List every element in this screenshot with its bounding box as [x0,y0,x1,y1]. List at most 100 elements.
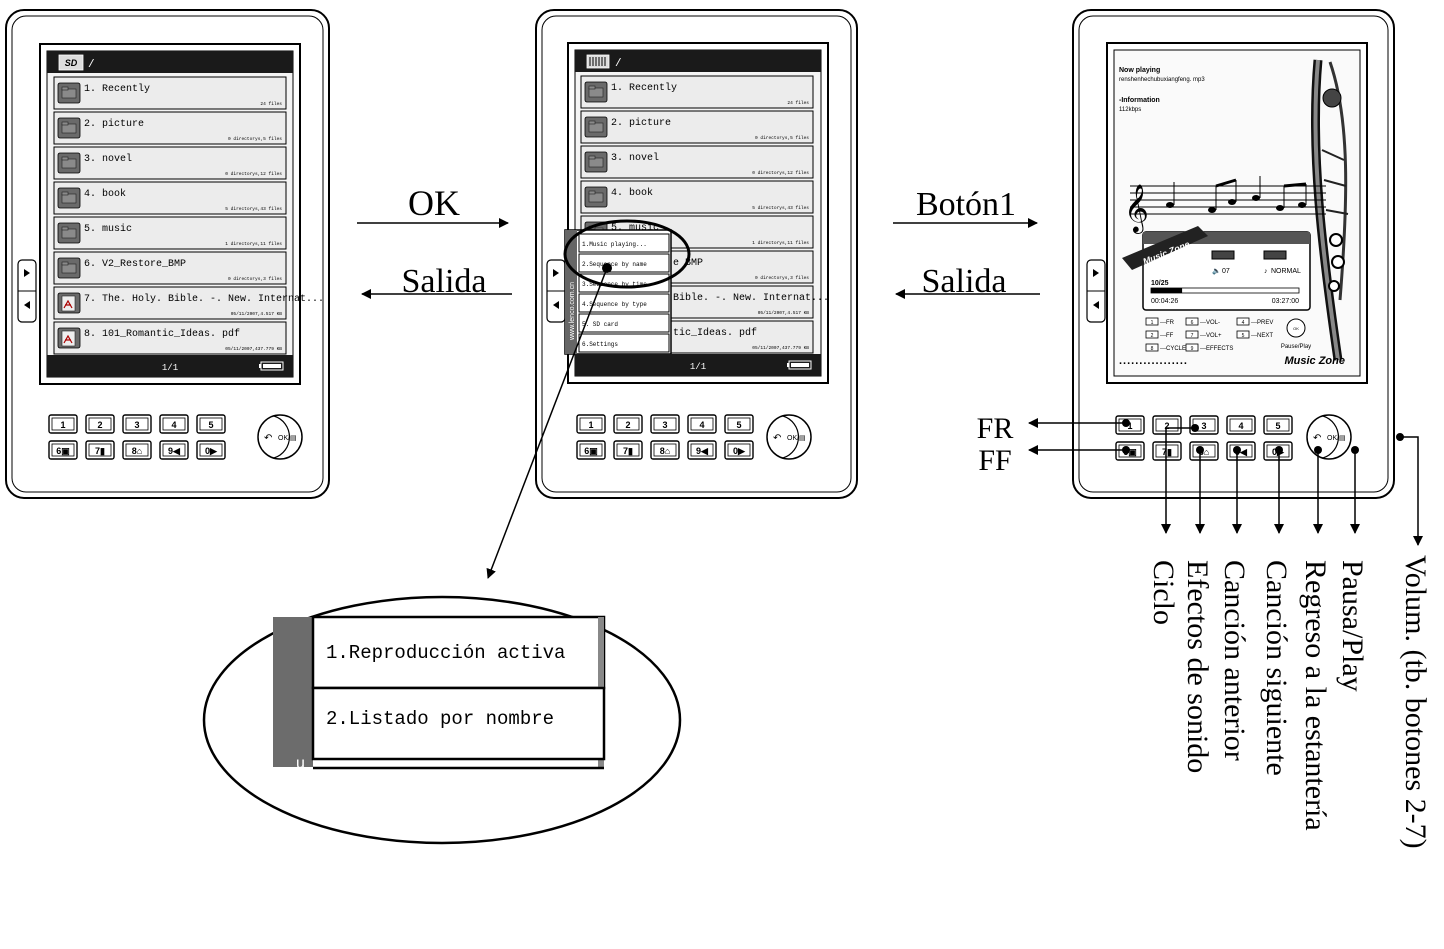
list-item-meta: 05/11/2007,4.517 KB [231,311,283,317]
context-menu: www.lenco.com.cn 1.Music playing...2.Seq… [564,229,672,355]
menu-item[interactable]: 3.Sequence by time [578,273,670,293]
menu-item[interactable]: 6.Settings [578,333,670,353]
list-item[interactable]: 7. The. Holy. Bible. -. New. Internat...… [53,286,324,320]
key-3[interactable]: 3 [122,414,152,434]
key-6[interactable]: 6▣ [576,440,606,460]
zoom-item-2 [311,686,606,761]
list-item-meta: 24 files [260,101,282,107]
menu-item-label: 4.Sequence by type [582,301,647,308]
legend-entry: 6---VOL- [1185,317,1220,326]
speaker-icon: 🔈 [1212,267,1221,275]
battery-icon [259,361,284,371]
key-5[interactable]: 5 [196,414,226,434]
list-item-meta: 05/11/2007,437.779 KB [225,346,282,352]
ok-back-button[interactable]: ↶OK/▤ [766,414,812,460]
key-6[interactable]: 6▣ [1115,441,1145,461]
list-item-name: 6. V2_Restore_BMP [84,259,186,270]
folder-icon [57,152,81,174]
list-item-meta: 0 directorys,12 files [225,171,282,177]
folder-icon [57,187,81,209]
key-label: 2 [625,420,630,430]
key-2[interactable]: 2 [85,414,115,434]
key-9[interactable]: 9◀ [1226,441,1256,461]
list-item-meta: 0 directorys,5 files [228,136,282,142]
key-label: 7▮ [623,446,633,456]
zoom-sidebar-glyph: u [296,755,305,772]
key-4[interactable]: 4 [159,414,189,434]
back-icon: ↶ [264,433,272,444]
ok-label: OK/▤ [787,435,806,442]
zoom-item-1-text: 1.Reproducción activa [326,642,565,664]
side-rocker[interactable] [546,259,566,323]
key-1[interactable]: 1 [48,414,78,434]
side-rocker[interactable] [17,259,37,323]
key-7[interactable]: 7▮ [85,440,115,460]
list-item-meta: 0 directorys,5 files [755,135,809,141]
key-2[interactable]: 2 [1152,415,1182,435]
key-8[interactable]: 8⌂ [122,440,152,460]
screen-bezel [39,43,301,385]
svg-text:---EFFECTS: ---EFFECTS [1200,346,1233,352]
regreso-label: Regreso a la estantería [1299,560,1332,831]
list-item-meta: 05/11/2007,437.779 KB [752,345,809,351]
key-3[interactable]: 3 [650,414,680,434]
svg-text:4: 4 [1242,320,1245,326]
key-2[interactable]: 2 [613,414,643,434]
menu-item[interactable]: 2.Sequence by name [578,253,670,273]
ok-back-button[interactable]: ↶OK/▤ [1306,414,1352,460]
title-bar [575,50,821,72]
list-item-meta: 1 directorys,11 files [752,240,809,246]
key-9[interactable]: 9◀ [687,440,717,460]
menu-item-label: 1.Music playing... [582,241,647,248]
key-label: 4 [699,420,704,430]
zoom-callout: u 1.Reproducción activa 2.Listado por no… [202,595,682,845]
key-7[interactable]: 7▮ [613,440,643,460]
key-5[interactable]: 5 [1263,415,1293,435]
key-label: 4 [171,420,176,430]
key-8[interactable]: 8⌂ [650,440,680,460]
list-item-meta: 1 directorys,11 files [225,241,282,247]
list-item[interactable]: 8. 101_Romantic_Ideas. pdf05/11/2007,437… [53,321,287,355]
key-7[interactable]: 7▮ [1152,441,1182,461]
sd-icon: SD [58,54,84,71]
key-label: 1 [1127,421,1132,431]
key-label: 4 [1238,421,1243,431]
menu-item-label: 5. SD card [582,321,618,328]
elapsed-time: 00:04:26 [1151,298,1178,305]
key-0[interactable]: 0▶ [196,440,226,460]
zoom-item-2-text: 2.Listado por nombre [326,708,554,730]
key-4[interactable]: 4 [1226,415,1256,435]
svg-text:---NEXT: ---NEXT [1251,333,1273,339]
list-item-name: tic_Ideas. pdf [673,327,757,339]
key-label: 7▮ [95,446,105,456]
key-0[interactable]: 0▶ [724,440,754,460]
volum-label: Volum. (tb. botones 2-7) [1399,555,1432,849]
key-label: 6▣ [56,446,70,456]
key-9[interactable]: 9◀ [159,440,189,460]
menu-item[interactable]: 1.Music playing... [578,233,670,253]
key-4[interactable]: 4 [687,414,717,434]
key-6[interactable]: 6▣ [48,440,78,460]
menu-item[interactable]: 4.Sequence by type [578,293,670,313]
ok-back-button[interactable]: ↶OK/▤ [257,414,303,460]
key-1[interactable]: 1 [1115,415,1145,435]
key-5[interactable]: 5 [724,414,754,434]
key-8[interactable]: 8⌂ [1189,441,1219,461]
svg-text:---FF: ---FF [1160,333,1174,339]
key-1[interactable]: 1 [576,414,606,434]
menu-item[interactable]: 5. SD card [578,313,670,333]
side-rocker[interactable] [1086,259,1106,323]
folder-icon [584,116,608,138]
now-playing-label: Now playing [1119,67,1160,74]
